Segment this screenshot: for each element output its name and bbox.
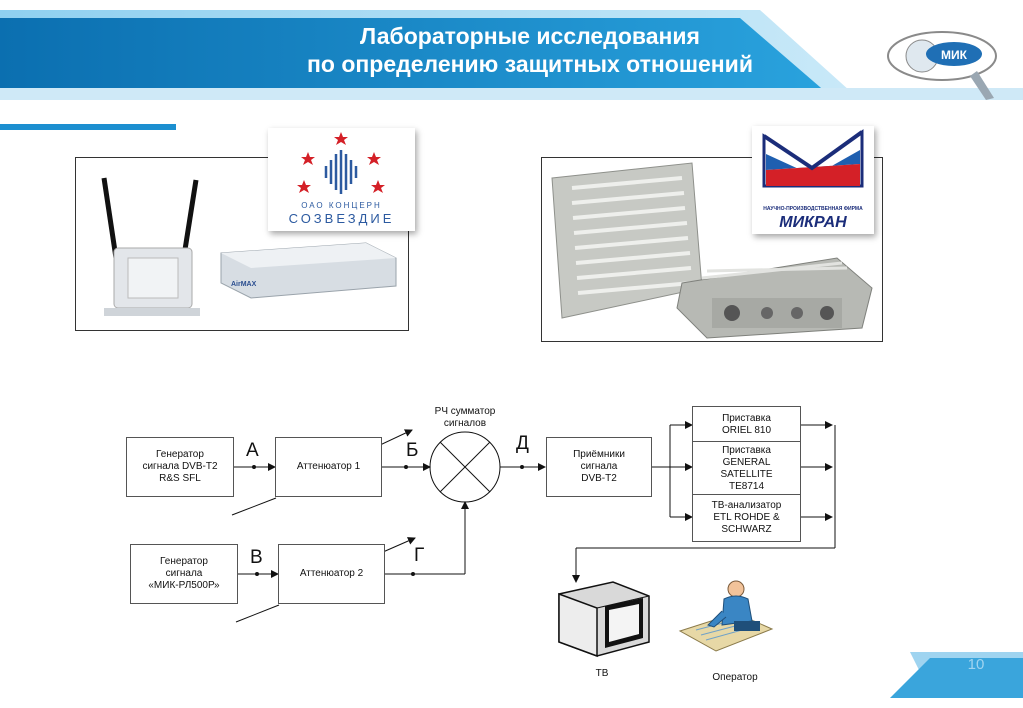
point-a-label: А: [246, 440, 259, 461]
generator-dvb-t2-line2: сигнала DVB-T2: [142, 461, 218, 472]
header-banner: [0, 10, 1023, 100]
generator-mik-block: Генератор сигнала «МИК-РЛ500Р»: [130, 544, 238, 604]
tv-analyzer-line1: ТВ-анализатор: [711, 500, 782, 511]
generator-mik-line3: «МИК-РЛ500Р»: [148, 580, 220, 591]
tv-icon: [558, 581, 650, 658]
generator-mik-line2: сигнала: [165, 568, 203, 579]
generator-dvb-t2-block: Генератор сигнала DVB-T2 R&S SFL: [126, 437, 234, 497]
tv-analyzer-box: ТВ-анализатор ETL ROHDE & SCHWARZ: [692, 494, 801, 542]
sozvezdie-logo-bottom: СОЗВЕЗДИЕ: [288, 211, 395, 226]
generator-dvb-t2-line3: R&S SFL: [159, 473, 201, 484]
point-b-label: Б: [406, 440, 419, 461]
attenuator-2-label: Аттенюатор 2: [299, 568, 364, 579]
svg-text:МИК: МИК: [941, 48, 968, 62]
attenuator-1-block: Аттенюатор 1: [275, 437, 382, 497]
sozvezdie-emblem-icon: [297, 132, 385, 194]
general-satellite-line2: GENERAL: [722, 456, 771, 468]
mikran-flag-icon: [762, 129, 864, 188]
sozvezdie-logo: ОАО КОНЦЕРН СОЗВЕЗДИЕ: [268, 128, 415, 231]
page-title-line1: Лабораторные исследования: [360, 23, 700, 49]
point-v-label: В: [250, 547, 263, 568]
receivers-line2: сигнала: [580, 461, 618, 472]
generator-mik-line1: Генератор: [160, 556, 208, 567]
combiner-label-line1: РЧ сумматор: [434, 406, 496, 417]
receivers-block: Приёмники сигнала DVB-T2: [546, 437, 652, 497]
combiner-label-line2: сигналов: [443, 418, 487, 429]
footer-banner: [870, 652, 1023, 698]
oriel-box: Приставка ORIEL 810: [692, 406, 801, 443]
photo-sozvezdie: AirMAX: [75, 157, 409, 331]
point-g-label: Г: [414, 545, 425, 566]
svg-text:AirMAX: AirMAX: [231, 281, 257, 288]
mikran-logo-bottom: МИКРАН: [779, 214, 847, 231]
general-satellite-line1: Приставка: [722, 444, 771, 456]
tv-analyzer-line2: ETL ROHDE &: [713, 512, 780, 523]
combiner-label: РЧ сумматор сигналов: [420, 406, 510, 430]
mik-logo: МИК: [887, 31, 997, 100]
photo-mikran: [541, 157, 883, 342]
oriel-box-line2: ORIEL 810: [721, 424, 772, 436]
page-number: 10: [967, 656, 985, 673]
tv-analyzer-line3: SCHWARZ: [721, 524, 772, 535]
general-satellite-line4: TE8714: [728, 480, 765, 492]
mikran-logo-top: НАУЧНО-ПРОИЗВОДСТВЕННАЯ ФИРМА: [763, 206, 863, 212]
page-title-line2: по определению защитных отношений: [307, 51, 753, 77]
accent-bar: [0, 124, 176, 130]
mikran-equipment-image: [551, 162, 873, 339]
mikran-logo: НАУЧНО-ПРОИЗВОДСТВЕННАЯ ФИРМА МИКРАН: [752, 126, 874, 234]
attenuator-2-block: Аттенюатор 2: [278, 544, 385, 604]
tv-label: ТВ: [595, 668, 609, 679]
receivers-line1: Приёмники: [573, 449, 625, 460]
sozvezdie-equipment-image: AirMAX: [101, 177, 397, 316]
operator-icon: [678, 580, 774, 652]
generator-dvb-t2-line1: Генератор: [156, 449, 204, 460]
general-satellite-line3: SATELLITE: [720, 468, 773, 480]
general-satellite-box: Приставка GENERAL SATELLITE TE8714: [692, 441, 801, 496]
point-d-label: Д: [516, 433, 529, 454]
operator-label: Оператор: [712, 672, 758, 683]
receivers-line3: DVB-T2: [581, 473, 617, 484]
oriel-box-line1: Приставка: [722, 412, 771, 424]
sozvezdie-logo-top: ОАО КОНЦЕРН: [301, 201, 382, 210]
attenuator-1-label: Аттенюатор 1: [296, 461, 361, 472]
